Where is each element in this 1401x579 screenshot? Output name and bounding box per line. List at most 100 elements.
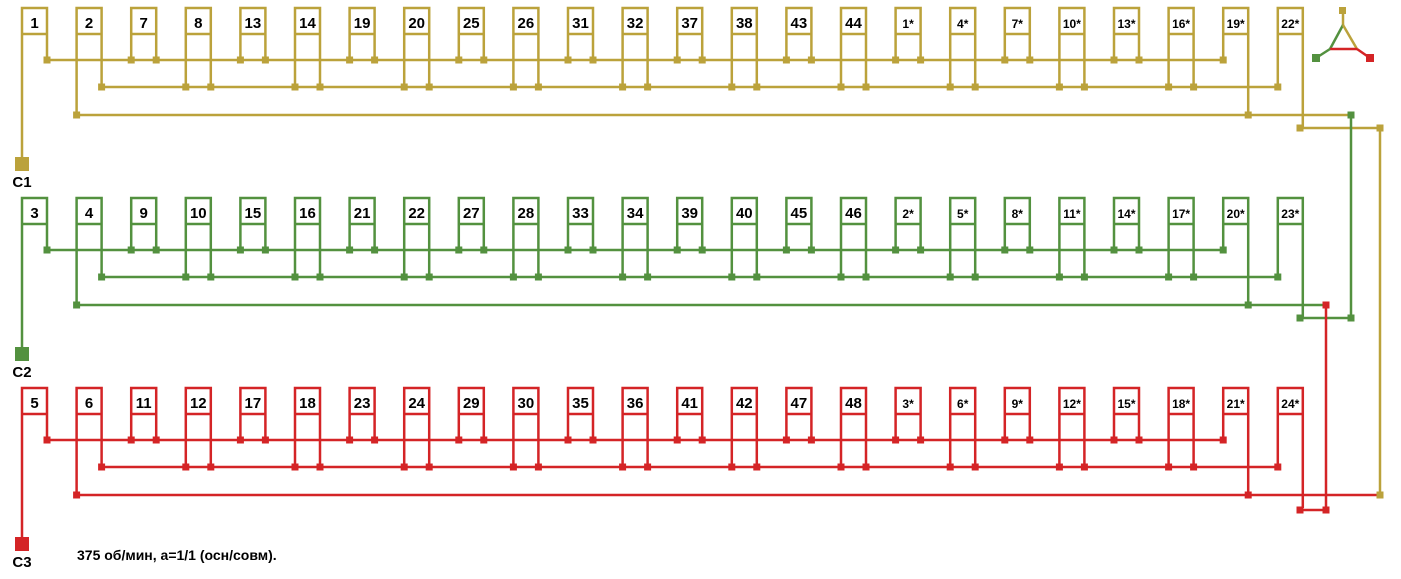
junction-dot bbox=[1026, 246, 1034, 254]
junction-dot bbox=[1219, 436, 1227, 444]
slot-label: 1 bbox=[30, 15, 38, 32]
junction-dot bbox=[346, 246, 354, 254]
junction-dot bbox=[753, 83, 761, 91]
junction-dot bbox=[892, 56, 900, 64]
slot-label: 38 bbox=[736, 15, 753, 32]
slot-label: 32 bbox=[627, 15, 644, 32]
coil-outline bbox=[75, 386, 103, 495]
coil-outline bbox=[512, 196, 540, 277]
coil-slot: 14* bbox=[1112, 196, 1141, 250]
junction-dot bbox=[564, 436, 572, 444]
coil-slot: 11 bbox=[129, 386, 158, 440]
slot-label: 6 bbox=[85, 395, 93, 412]
coil-slot: 14 bbox=[293, 6, 322, 87]
junction-dot bbox=[346, 56, 354, 64]
coil-outline bbox=[948, 6, 977, 87]
junction-dot bbox=[1219, 56, 1227, 64]
coil-slot: 24 bbox=[402, 386, 431, 467]
coil-slot: 17 bbox=[239, 386, 267, 440]
coil-outline bbox=[1058, 386, 1086, 467]
coil-slot: 16 bbox=[293, 196, 322, 277]
coil-slot: 11* bbox=[1058, 196, 1086, 277]
junction-dot bbox=[753, 273, 761, 281]
junction-dot bbox=[182, 273, 190, 281]
coil-outline bbox=[512, 6, 540, 87]
junction-dot bbox=[862, 463, 870, 471]
coil-outline bbox=[184, 6, 213, 87]
coil-slot: 1* bbox=[894, 6, 922, 60]
coil-slot: 30 bbox=[512, 386, 540, 467]
coil-slot: 46 bbox=[839, 196, 868, 277]
slot-label: 11* bbox=[1063, 207, 1081, 221]
junction-dot bbox=[1244, 111, 1252, 119]
slot-label: 43 bbox=[791, 15, 808, 32]
junction-dot bbox=[807, 436, 815, 444]
junction-dot bbox=[1110, 56, 1118, 64]
junction-dot bbox=[1322, 301, 1330, 309]
junction-dot bbox=[971, 273, 979, 281]
junction-dot bbox=[1026, 56, 1034, 64]
coil-outline bbox=[293, 6, 322, 87]
slot-label: 15 bbox=[245, 205, 262, 222]
slot-label: 14 bbox=[299, 15, 316, 32]
coil-slot: 36 bbox=[621, 386, 649, 467]
coil-outline bbox=[402, 6, 431, 87]
coil-slot: 20 bbox=[402, 6, 431, 87]
junction-dot bbox=[1219, 246, 1227, 254]
junction-dot bbox=[1001, 56, 1009, 64]
junction-dot bbox=[291, 83, 299, 91]
slot-label: 31 bbox=[572, 15, 589, 32]
coil-slot: 15 bbox=[239, 196, 267, 250]
junction-dot bbox=[127, 246, 135, 254]
slot-label: 1* bbox=[902, 17, 914, 31]
coil-outline bbox=[621, 386, 649, 467]
junction-dot bbox=[1296, 506, 1304, 514]
junction-dot bbox=[673, 246, 681, 254]
coil-slot: 5 bbox=[20, 386, 49, 543]
slot-label: 19* bbox=[1227, 17, 1245, 31]
junction-dot bbox=[236, 56, 244, 64]
slot-label: 3 bbox=[30, 205, 38, 222]
junction-dot bbox=[1135, 436, 1143, 444]
coil-slot: 9 bbox=[129, 196, 158, 250]
coil-slot: 43 bbox=[785, 6, 813, 60]
slot-label: 34 bbox=[627, 205, 644, 222]
junction-dot bbox=[346, 436, 354, 444]
slot-label: 9 bbox=[140, 205, 148, 222]
junction-dot bbox=[509, 463, 517, 471]
coil-outline bbox=[1167, 6, 1195, 87]
coil-slot: 10 bbox=[184, 196, 213, 277]
junction-dot bbox=[534, 273, 542, 281]
junction-dot bbox=[1347, 111, 1355, 119]
junction-dot bbox=[644, 463, 652, 471]
coil-slot: 4 bbox=[75, 196, 103, 305]
slot-label: 8* bbox=[1012, 207, 1024, 221]
coil-slot: 38 bbox=[730, 6, 759, 87]
slot-label: 4* bbox=[957, 17, 969, 31]
coil-slot: 33 bbox=[566, 196, 595, 250]
coil-slot: 39 bbox=[675, 196, 704, 250]
junction-dot bbox=[236, 246, 244, 254]
slot-label: 10* bbox=[1063, 17, 1081, 31]
coil-outline bbox=[839, 386, 868, 467]
junction-dot bbox=[837, 83, 845, 91]
junction-dot bbox=[564, 56, 572, 64]
junction-dot bbox=[782, 436, 790, 444]
slot-label: 40 bbox=[736, 205, 753, 222]
junction-dot bbox=[644, 273, 652, 281]
junction-dot bbox=[98, 273, 106, 281]
junction-dot bbox=[698, 436, 706, 444]
junction-dot bbox=[1080, 83, 1088, 91]
junction-dot bbox=[1055, 83, 1063, 91]
junction-dot bbox=[316, 83, 324, 91]
slot-label: 7* bbox=[1012, 17, 1024, 31]
junction-dot bbox=[753, 463, 761, 471]
slot-label: 21 bbox=[354, 205, 371, 222]
coil-slot: 25 bbox=[457, 6, 486, 60]
coil-slot: 37 bbox=[675, 6, 704, 60]
junction-dot bbox=[152, 56, 160, 64]
slot-label: 37 bbox=[681, 15, 698, 32]
coil-outline bbox=[1276, 196, 1305, 318]
